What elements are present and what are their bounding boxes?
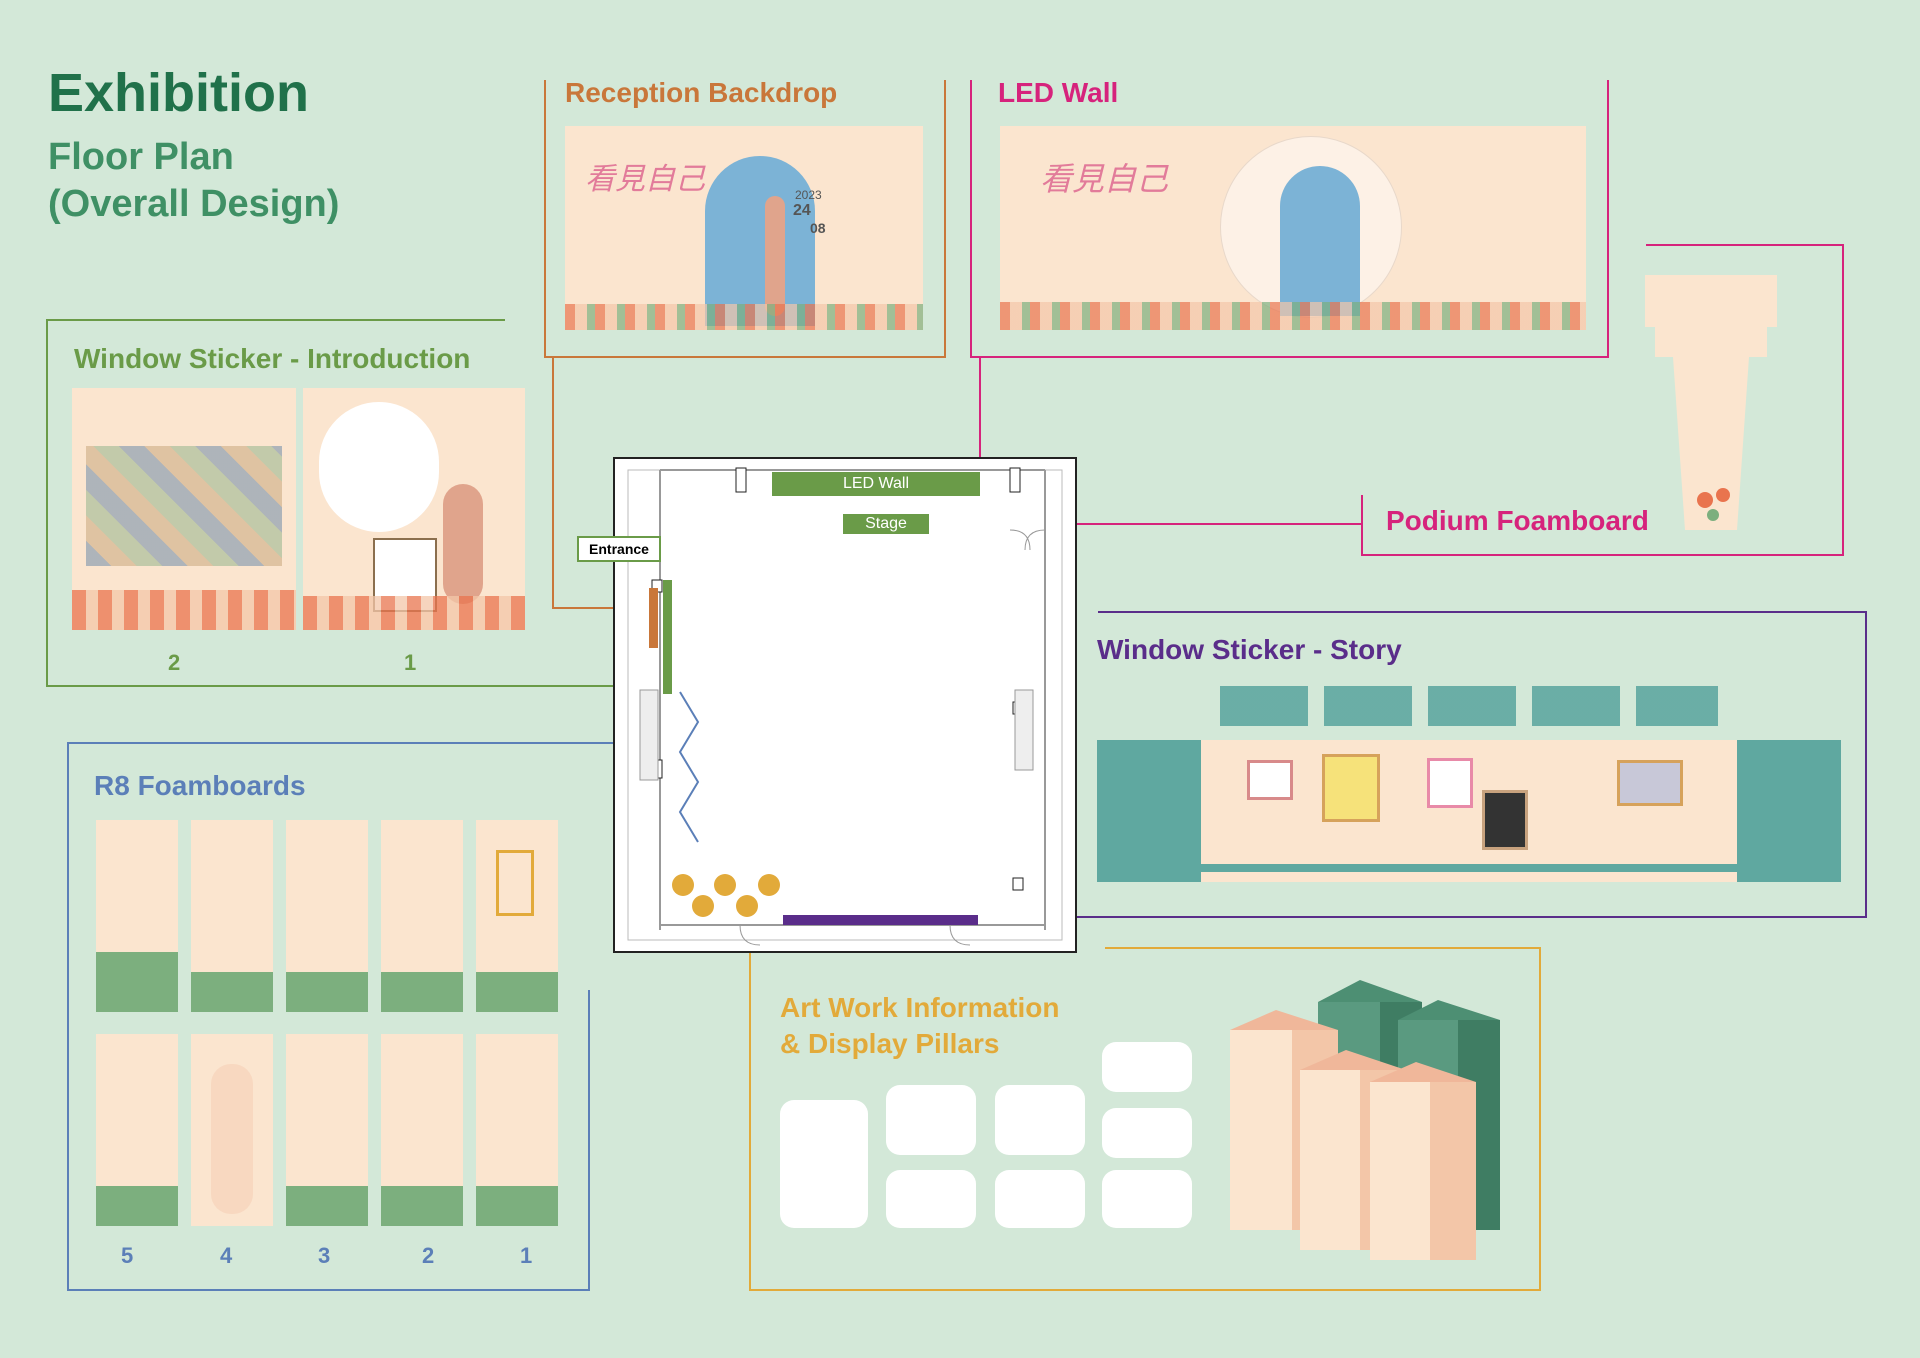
board-base (381, 1186, 463, 1226)
photo-collage (86, 446, 282, 566)
frame-5 (1617, 760, 1683, 806)
r8-board (286, 1034, 368, 1226)
subtitle-line1: Floor Plan (48, 136, 234, 178)
reception-backdrop-panel: 看見自己 2023 24 08 (565, 126, 923, 330)
floor-entrance: Entrance (577, 536, 661, 562)
r8-board (191, 1034, 273, 1226)
r8-board (191, 820, 273, 1012)
r8-board (96, 820, 178, 1012)
subtitle-line2: (Overall Design) (48, 183, 340, 225)
intro-panel-2 (72, 388, 296, 630)
page-title: Exhibition (48, 63, 309, 123)
r8-number-5: 5 (121, 1243, 134, 1268)
display-pillars (1230, 980, 1500, 1260)
artwork-label: Art Work Information & Display Pillars (780, 990, 1059, 1062)
r8-board (96, 1034, 178, 1226)
figure-outline (211, 1064, 253, 1214)
artwork-sticker (1102, 1042, 1192, 1092)
r8-board (476, 1034, 558, 1226)
story-panel (1097, 740, 1841, 882)
flowers-band (565, 304, 923, 330)
board-base (476, 972, 558, 1012)
r8-number-1: 1 (520, 1243, 533, 1268)
backdrop-month: 08 (810, 220, 826, 236)
mirror-frame (496, 850, 534, 916)
board-base (286, 972, 368, 1012)
artwork-sticker (780, 1100, 868, 1228)
podium-foamboard-label: Podium Foamboard (1386, 505, 1649, 536)
intro-number-1: 1 (404, 650, 417, 675)
story-top-strips (1220, 686, 1718, 726)
r8-board (476, 820, 558, 1012)
frame-4 (1482, 790, 1528, 850)
intro-panel-1 (303, 388, 525, 630)
flowers-band (1000, 302, 1586, 330)
led-wall-panel: 看見自己 (1000, 126, 1586, 330)
led-wall-label: LED Wall (998, 77, 1119, 108)
flowers-band (72, 590, 296, 630)
artwork-label-line2: & Display Pillars (780, 1028, 1000, 1059)
backdrop-day: 24 (793, 202, 811, 219)
artwork-sticker (995, 1085, 1085, 1155)
floor-stage: Stage (843, 514, 929, 534)
flowers-band (303, 596, 525, 630)
figure-shape (443, 484, 483, 604)
board-base (286, 1186, 368, 1226)
calligraphy-text: 看見自己 (585, 162, 705, 197)
artwork-sticker (1102, 1170, 1192, 1228)
frame-3 (1427, 758, 1473, 808)
r8-board (381, 820, 463, 1012)
calligraphy-text: 看見自己 (1040, 160, 1169, 198)
reception-backdrop-label: Reception Backdrop (565, 77, 838, 108)
r8-board (381, 1034, 463, 1226)
keyhole-shape (1280, 166, 1360, 316)
floor-band (1097, 864, 1841, 872)
floor-led-wall: LED Wall (772, 472, 980, 496)
backdrop-year: 2023 (795, 188, 822, 202)
board-base (381, 972, 463, 1012)
r8-board (286, 820, 368, 1012)
r8-number-4: 4 (220, 1243, 233, 1268)
r8-number-3: 3 (318, 1243, 331, 1268)
frame-2 (1322, 754, 1380, 822)
figure-shape (765, 196, 785, 316)
frame-1 (1247, 760, 1293, 800)
board-base (476, 1186, 558, 1226)
story-side-left (1097, 740, 1201, 882)
r8-foamboards-label: R8 Foamboards (94, 770, 306, 801)
artwork-label-line1: Art Work Information (780, 992, 1060, 1023)
board-base (191, 972, 273, 1012)
text-bubble (319, 402, 439, 532)
story-side-right (1737, 740, 1841, 882)
keyhole-shape (705, 156, 815, 326)
artwork-sticker (886, 1085, 976, 1155)
window-sticker-story-label: Window Sticker - Story (1097, 634, 1402, 665)
intro-number-2: 2 (168, 650, 181, 675)
artwork-sticker (995, 1170, 1085, 1228)
podium-foamboard-graphic (1645, 275, 1777, 530)
r8-number-2: 2 (422, 1243, 435, 1268)
board-base (96, 1186, 178, 1226)
page-subtitle: Floor Plan (Overall Design) (48, 134, 339, 228)
window-sticker-intro-label: Window Sticker - Introduction (74, 343, 471, 374)
artwork-sticker (886, 1170, 976, 1228)
board-base (96, 952, 178, 1012)
artwork-sticker (1102, 1108, 1192, 1158)
